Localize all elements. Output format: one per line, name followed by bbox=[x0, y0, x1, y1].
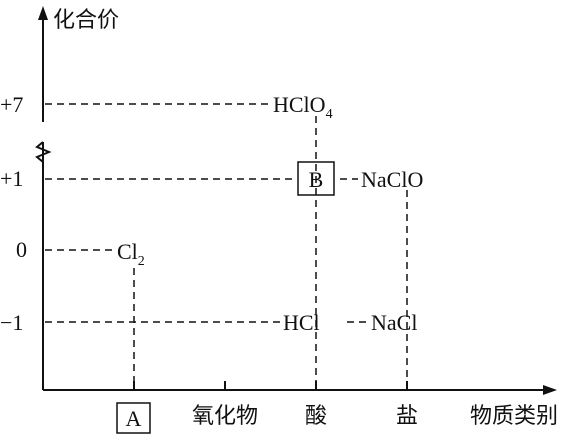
vertical-guides bbox=[133, 116, 408, 390]
x-axis bbox=[43, 381, 557, 395]
y-axis bbox=[35, 6, 52, 390]
x-axis-arrow bbox=[543, 385, 557, 395]
species-b-box bbox=[297, 161, 335, 196]
species-nacl: NaCl bbox=[371, 310, 417, 335]
species-cl2-subscript: 2 bbox=[138, 254, 145, 269]
species-cl2-base: Cl bbox=[117, 239, 138, 264]
species-hclo4: HClO4 bbox=[273, 92, 333, 122]
species-naclo: NaClO bbox=[361, 167, 423, 192]
category-a-box bbox=[116, 402, 151, 434]
species-hclo4-base: HClO bbox=[273, 92, 326, 117]
y-tick-label-plus1: +1 bbox=[0, 166, 23, 191]
horizontal-guides bbox=[45, 103, 368, 323]
x-axis-title: 物质类别 bbox=[470, 404, 558, 429]
y-tick-label-plus7: +7 bbox=[0, 92, 23, 117]
species-cl2: Cl2 bbox=[117, 239, 145, 269]
species-hclo4-subscript: 4 bbox=[326, 107, 333, 122]
y-axis-title: 化合价 bbox=[53, 8, 119, 33]
axis-break-mark bbox=[35, 141, 52, 163]
species-b-label: B bbox=[309, 167, 324, 192]
category-a-label: A bbox=[126, 406, 142, 431]
y-tick-label-zero: 0 bbox=[16, 237, 27, 262]
y-tick-label-minus1: −1 bbox=[0, 310, 23, 335]
category-salt-label: 盐 bbox=[396, 404, 418, 429]
y-axis-arrow bbox=[38, 6, 48, 20]
category-acid-label: 酸 bbox=[305, 404, 327, 429]
species-hcl: HCl bbox=[283, 310, 320, 335]
category-oxide-label: 氧化物 bbox=[192, 404, 258, 429]
